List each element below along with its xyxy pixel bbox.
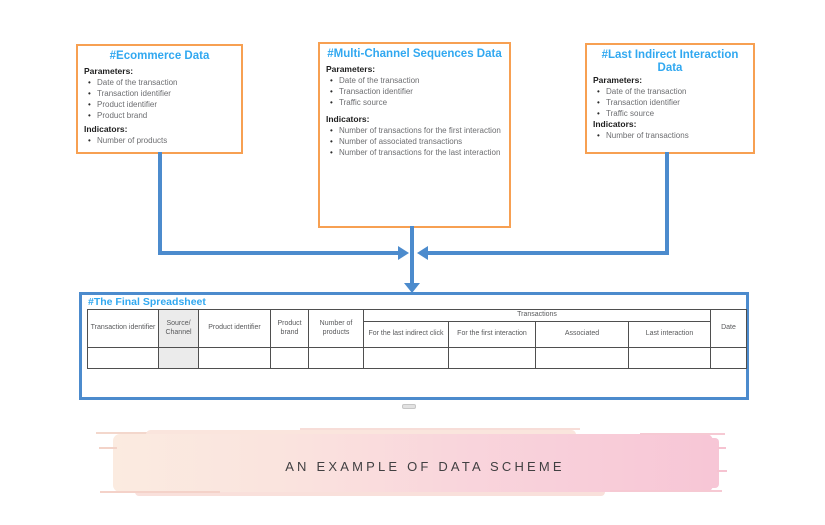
arrowhead-right-icon [398,246,409,260]
column-header-product-brand: Product brand [270,309,309,348]
column-header-source-channel: Source/ Channel [158,309,199,348]
bullet-list: Number of products [84,135,235,146]
transactions-group-header: Transactions [363,309,711,322]
final-spreadsheet-panel: #The Final Spreadsheet Transaction ident… [79,292,749,400]
bullet-item: Transaction identifier [596,97,747,108]
arrowhead-left-icon [417,246,428,260]
empty-cell [87,347,159,369]
column-header-last-interaction: Last interaction [628,321,711,348]
data-box-last-indirect-interaction: #Last Indirect Interaction Data Paramete… [585,43,755,154]
connector-line-left-horizontal [158,251,400,255]
empty-cell [710,347,747,369]
brush-streak [640,433,725,435]
empty-cell [448,347,536,369]
bullet-list: Date of the transaction Transaction iden… [326,75,503,108]
brush-streak [717,470,727,472]
bullet-list: Number of transactions [593,130,747,141]
brush-streak [99,447,117,449]
bullet-item: Date of the transaction [596,86,747,97]
bullet-item: Traffic source [596,108,747,119]
empty-cell [363,347,449,369]
column-header-number-of-products: Number of products [308,309,364,348]
brush-stroke [113,434,713,492]
bullet-item: Transaction identifier [87,88,235,99]
column-header-first-interaction: For the first interaction [448,321,536,348]
column-header-last-indirect-click: For the last indirect click [363,321,449,348]
section-label-parameters: Parameters: [326,64,376,74]
bullet-item: Number of transactions for the last inte… [329,147,503,158]
brush-streak [718,447,726,449]
bullet-item: Traffic source [329,97,503,108]
section-label-indicators: Indicators: [326,114,370,124]
bullet-list: Date of the transaction Transaction iden… [593,86,747,119]
empty-cell [198,347,271,369]
connector-line-left-vertical [158,152,162,255]
arrowhead-down-icon [404,283,420,293]
box-title-multi-channel: #Multi-Channel Sequences Data [327,48,502,60]
bullet-item: Number of transactions for the first int… [329,125,503,136]
section-label-indicators: Indicators: [84,124,128,134]
spreadsheet-title: #The Final Spreadsheet [88,296,206,308]
data-box-ecommerce: #Ecommerce Data Parameters: Date of the … [76,44,243,154]
empty-cell [270,347,309,369]
bullet-item: Product brand [87,110,235,121]
bullet-list: Date of the transaction Transaction iden… [84,77,235,121]
bullet-item: Number of products [87,135,235,146]
connector-line-right-vertical [665,152,669,255]
bullet-item: Date of the transaction [329,75,503,86]
box-title-last-indirect: #Last Indirect Interaction Data [601,49,739,74]
bullet-item: Number of associated transactions [329,136,503,147]
bullet-item: Number of transactions [596,130,747,141]
section-label-parameters: Parameters: [593,75,643,85]
column-header-associated: Associated [535,321,629,348]
connector-line-right-horizontal [428,251,669,255]
caption-title: AN EXAMPLE OF DATA SCHEME [285,459,565,474]
brush-streak [300,428,580,430]
resize-handle [402,404,416,409]
bullet-item: Date of the transaction [87,77,235,88]
empty-cell [535,347,629,369]
box-title-ecommerce: #Ecommerce Data [109,50,210,62]
bullet-item: Transaction identifier [329,86,503,97]
column-header-product-identifier: Product identifier [198,309,271,348]
brush-stroke [703,438,719,488]
connector-line-middle-vertical [410,226,414,283]
empty-cell [158,347,199,369]
column-header-transaction-identifier: Transaction identifier [87,309,159,348]
bullet-item: Product identifier [87,99,235,110]
spreadsheet-table: Transaction identifier Source/ Channel P… [87,309,747,369]
section-label-indicators: Indicators: [593,119,637,129]
section-label-parameters: Parameters: [84,66,134,76]
bullet-list: Number of transactions for the first int… [326,125,503,158]
empty-cell [308,347,364,369]
brush-stroke [135,488,605,496]
column-header-date: Date [710,309,747,348]
data-box-multi-channel-sequences: #Multi-Channel Sequences Data Parameters… [318,42,511,228]
empty-cell [628,347,711,369]
brush-streak [610,490,722,492]
brush-streak [100,491,220,493]
